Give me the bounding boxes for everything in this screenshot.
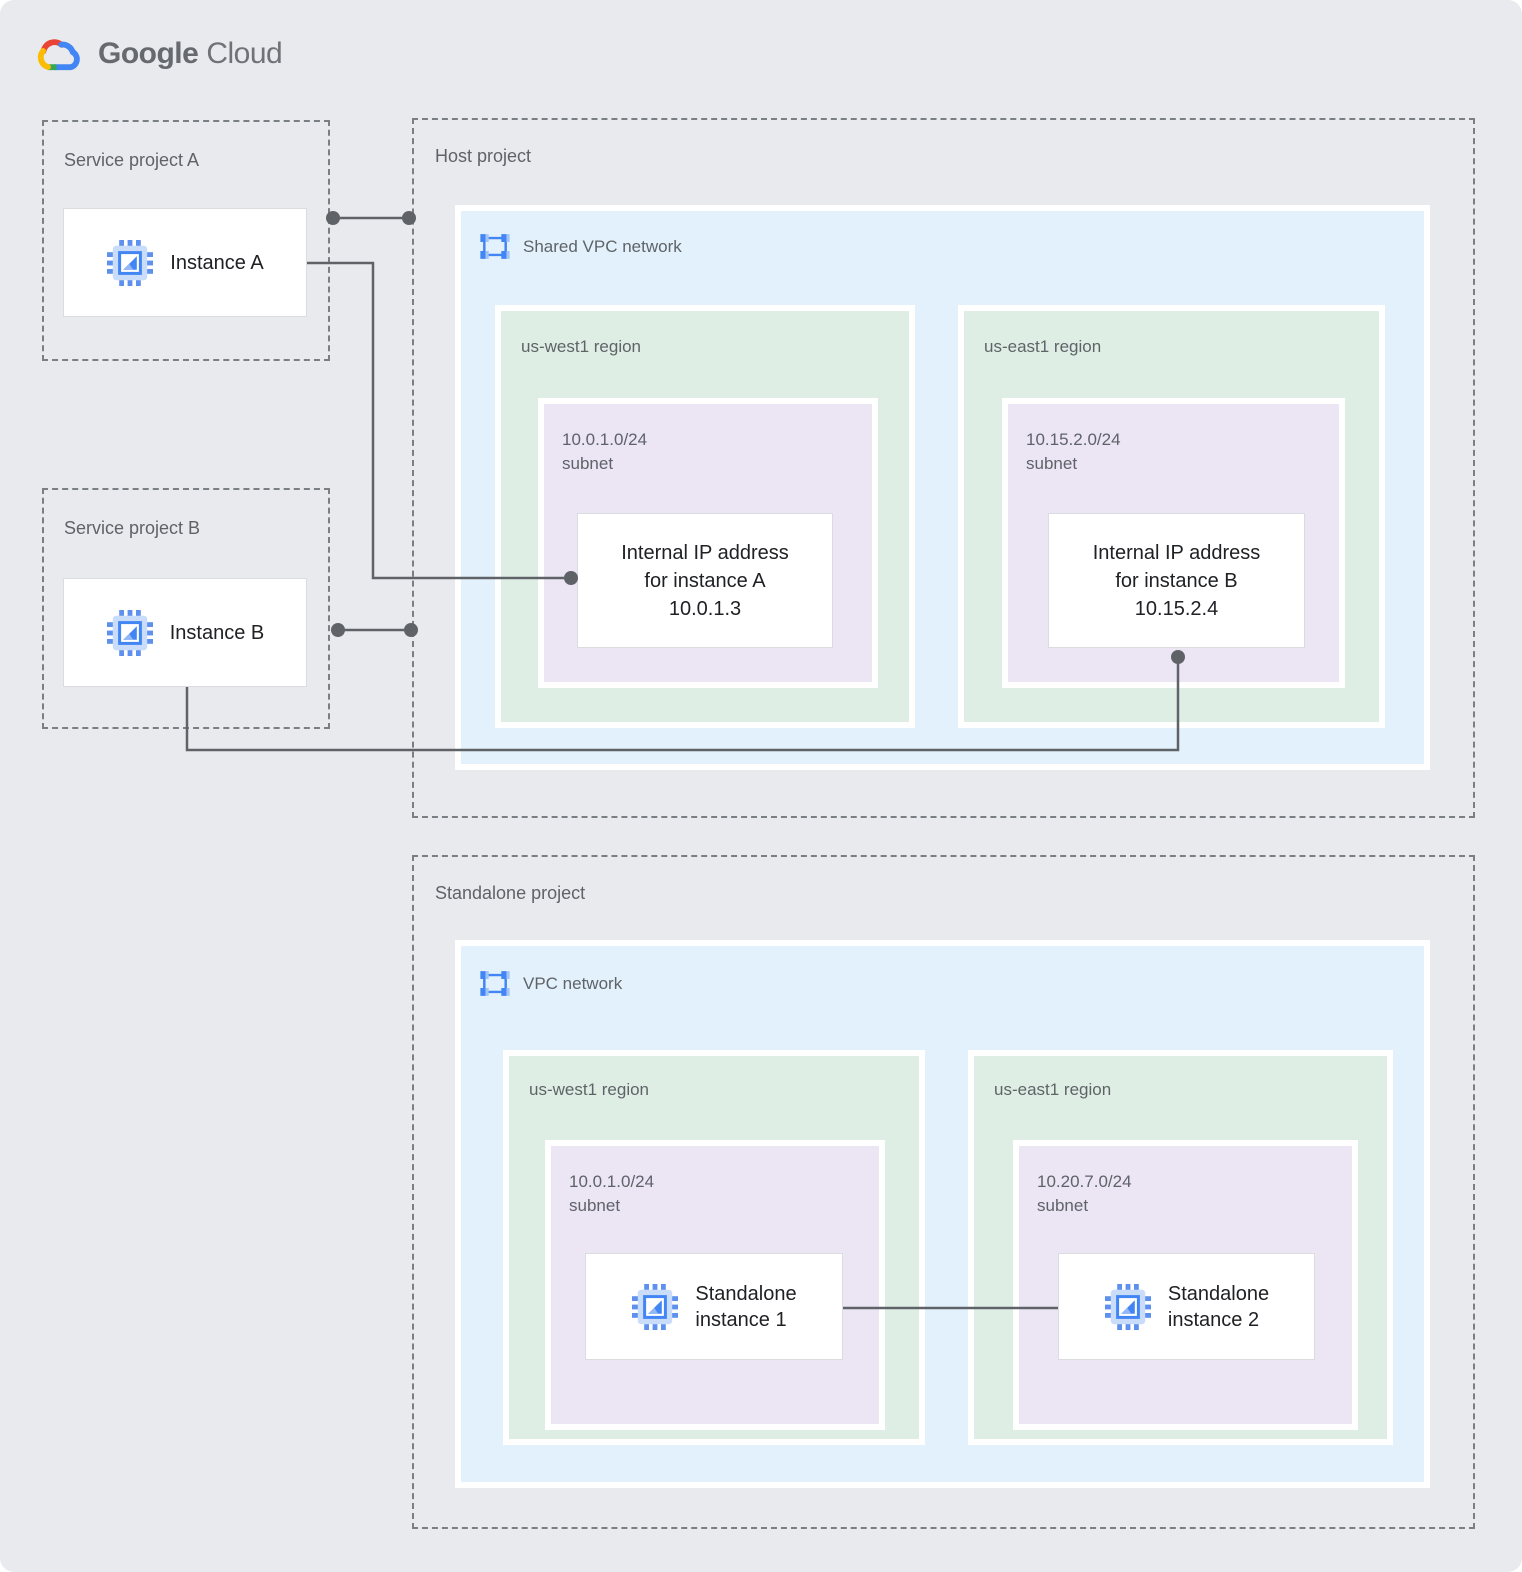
standalone-us-west1-region-label: us-west1 region <box>529 1080 650 1099</box>
compute-engine-icon <box>106 609 153 656</box>
vpc-network-label: VPC network <box>523 973 623 993</box>
service-project-a-title: Service project A <box>64 150 200 170</box>
host-east-subnet-label: 10.15.2.0/24 subnet <box>1026 428 1121 476</box>
standalone-project-title: Standalone project <box>435 883 586 903</box>
host-project-title: Host project <box>435 146 532 166</box>
internal-ip-a-card: Internal IP address for instance A 10.0.… <box>577 513 833 648</box>
ip-b-line-2: for instance B <box>1115 569 1238 592</box>
host-us-east1-region-label: us-east1 region <box>984 337 1102 356</box>
subnet-cidr: 10.15.2.0/24 <box>1026 430 1121 449</box>
instance-a-label: Instance A <box>170 251 264 274</box>
instance-b-label: Instance B <box>169 621 265 644</box>
instance-a-card: Instance A <box>63 208 307 317</box>
internal-ip-b-card: Internal IP address for instance B 10.15… <box>1048 513 1305 648</box>
host-us-west1-region-label: us-west1 region <box>521 337 642 356</box>
ip-a-line-2: for instance A <box>644 569 766 592</box>
compute-engine-icon <box>1104 1283 1151 1330</box>
subnet-word: subnet <box>569 1196 621 1215</box>
standalone-west-subnet-label: 10.0.1.0/24 subnet <box>569 1170 654 1218</box>
vpc-network-icon <box>480 234 510 259</box>
subnet-word: subnet <box>1026 454 1078 473</box>
ip-a-line-1: Internal IP address <box>621 541 789 564</box>
subnet-word: subnet <box>1037 1196 1089 1215</box>
ip-b-line-1: Internal IP address <box>1092 541 1261 564</box>
standalone-instance-1-card: Standalone instance 1 <box>585 1253 843 1360</box>
host-west-subnet-label: 10.0.1.0/24 subnet <box>562 428 647 476</box>
standalone-us-east1-region-label: us-east1 region <box>994 1080 1112 1099</box>
subnet-cidr: 10.0.1.0/24 <box>569 1172 655 1191</box>
ip-a-line-3: 10.0.1.3 <box>668 597 742 620</box>
subnet-cidr: 10.20.7.0/24 <box>1037 1172 1132 1191</box>
service-project-a-box <box>42 120 330 361</box>
ip-b-line-3: 10.15.2.4 <box>1134 597 1219 620</box>
standalone-instance-2-card: Standalone instance 2 <box>1058 1253 1315 1360</box>
compute-engine-icon <box>107 239 154 286</box>
standalone-project-box <box>412 855 1475 1529</box>
subnet-word: subnet <box>562 454 614 473</box>
shared-vpc-network-label: Shared VPC network <box>523 236 682 256</box>
logo-product: Cloud <box>206 37 283 70</box>
compute-engine-icon <box>632 1283 679 1330</box>
endpoint-dot <box>331 623 345 637</box>
service-project-b-title: Service project B <box>64 518 201 538</box>
google-cloud-logo-icon <box>37 39 80 71</box>
standalone-instance-1-label: Standalone instance 1 <box>695 1282 797 1331</box>
instance-b-card: Instance B <box>63 578 307 687</box>
logo-brand: Google <box>98 37 199 70</box>
vpc-network-icon <box>480 971 510 996</box>
standalone-instance-2-label: Standalone instance 2 <box>1167 1282 1270 1331</box>
standalone-east-subnet-label: 10.20.7.0/24 subnet <box>1037 1170 1132 1218</box>
subnet-cidr: 10.0.1.0/24 <box>562 430 648 449</box>
